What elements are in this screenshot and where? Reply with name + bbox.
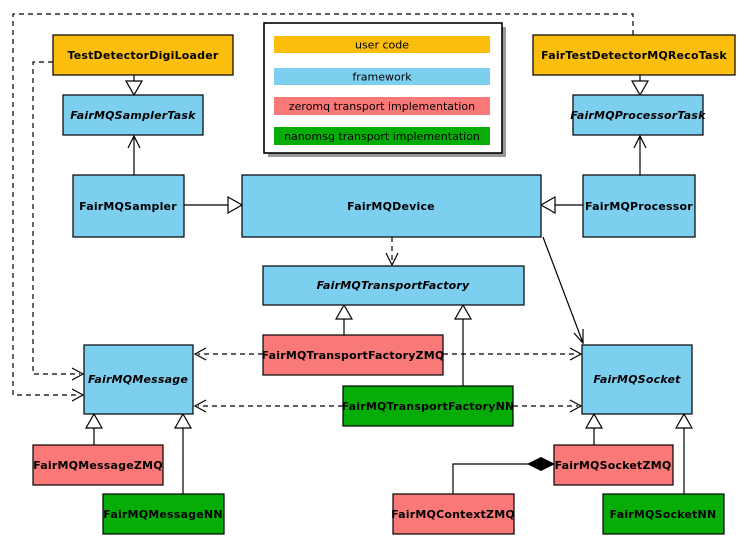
svg-text:framework: framework (352, 71, 412, 84)
edge-tfnn-message (193, 399, 343, 413)
inheritance-triangle-icon (674, 412, 694, 429)
svg-text:FairMQContextZMQ: FairMQContextZMQ (391, 508, 515, 521)
node-fairmqsocket: FairMQSocket (581, 344, 693, 415)
edge-tfnn-socket (513, 399, 583, 413)
inheritance-triangle-icon (630, 80, 650, 97)
legend-swatch-framework (274, 68, 490, 85)
dependency-arrowhead-icon (193, 399, 207, 413)
svg-text:FairMQMessage: FairMQMessage (88, 373, 188, 386)
edge-device-socket (542, 236, 584, 345)
edge-recotask-processortask (630, 75, 650, 97)
open-arrowhead-icon (127, 134, 141, 149)
svg-text:FairMQMessageNN: FairMQMessageNN (103, 508, 222, 521)
node-fairmqtransportfactory: FairMQTransportFactory (262, 265, 525, 306)
node-fairmqdevice: FairMQDevice (241, 174, 542, 238)
svg-text:FairMQTransportFactory: FairMQTransportFactory (317, 279, 470, 292)
edge-digiloader-to-message (32, 61, 85, 381)
node-fairmqprocessortask: FairMQProcessorTask (570, 94, 706, 136)
svg-text:FairMQSocketNN: FairMQSocketNN (610, 508, 717, 521)
edge-socketzmq-socket (584, 412, 604, 445)
node-fairmqsocketzmq: FairMQSocketZMQ (553, 444, 674, 486)
edge-tfzmq-transportfactory (334, 303, 354, 335)
node-fairmqsamplertask: FairMQSamplerTask (62, 94, 204, 136)
node-testdetectordigiloader: TestDetectorDigiLoader (52, 34, 234, 76)
legend-item-user-code: user code (274, 36, 490, 53)
legend-swatch-nanomsg (274, 127, 490, 145)
svg-text:FairMQTransportFactoryNN: FairMQTransportFactoryNN (342, 400, 515, 413)
dependency-arrowhead-icon (385, 252, 399, 267)
edge-messagezmq-message (84, 412, 104, 445)
svg-text:FairMQProcessorTask: FairMQProcessorTask (570, 109, 706, 122)
svg-text:FairTestDetectorMQRecoTask: FairTestDetectorMQRecoTask (541, 49, 727, 62)
svg-text:zeromq transport implementatio: zeromq transport implementation (289, 100, 475, 113)
node-fairmqmessagezmq: FairMQMessageZMQ (32, 444, 164, 486)
node-fairmqmessage: FairMQMessage (83, 344, 194, 415)
edge-tfzmq-message (193, 347, 263, 361)
svg-text:FairMQTransportFactoryZMQ: FairMQTransportFactoryZMQ (262, 349, 445, 362)
dependency-arrowhead-icon (569, 347, 583, 361)
svg-text:FairMQSampler: FairMQSampler (79, 200, 177, 213)
svg-text:FairMQDevice: FairMQDevice (347, 200, 435, 213)
edge-tfzmq-socket (443, 347, 583, 361)
edge-contextzmq-socketzmq (452, 456, 556, 494)
legend-item-framework: framework (274, 68, 490, 85)
legend-swatch-user-code (274, 36, 490, 53)
edge-processor-processortask (633, 134, 647, 175)
edge-digiloader-samplertask (124, 75, 144, 97)
edge-messagenn-message (173, 412, 193, 494)
node-fairmqprocessor: FairMQProcessor (582, 174, 696, 238)
legend: user code framework zeromq transport imp… (263, 22, 506, 157)
edge-sampler-samplertask (127, 134, 141, 175)
inheritance-triangle-icon (227, 195, 244, 215)
node-fairmqsocketnn: FairMQSocketNN (602, 493, 725, 535)
edge-tfnn-transportfactory (453, 303, 473, 386)
edge-recotask-to-message (12, 13, 634, 402)
dependency-arrowhead-icon (71, 367, 85, 381)
inheritance-triangle-icon (453, 303, 473, 320)
dependency-arrowhead-icon (569, 399, 583, 413)
legend-item-nanomsg: nanomsg transport implementation (274, 127, 490, 145)
node-fairmqcontextzmq: FairMQContextZMQ (391, 493, 515, 535)
svg-text:FairMQMessageZMQ: FairMQMessageZMQ (33, 459, 163, 472)
edge-device-transportfactory (385, 237, 399, 267)
nodes: TestDetectorDigiLoader FairTestDetectorM… (32, 34, 736, 535)
inheritance-triangle-icon (584, 412, 604, 429)
dependency-arrowhead-icon (193, 347, 207, 361)
open-arrowhead-icon (573, 329, 584, 345)
open-arrowhead-icon (633, 134, 647, 149)
composition-diamond-icon (526, 456, 556, 472)
dependency-arrowhead-icon (71, 388, 85, 402)
legend-swatch-zeromq (274, 97, 490, 115)
edge-sampler-device (184, 195, 244, 215)
svg-text:FairMQSocketZMQ: FairMQSocketZMQ (555, 459, 672, 472)
inheritance-triangle-icon (124, 80, 144, 97)
svg-text:TestDetectorDigiLoader: TestDetectorDigiLoader (67, 49, 218, 62)
edge-processor-device (539, 195, 583, 215)
edge-socketnn-socket (674, 412, 694, 494)
svg-text:FairMQProcessor: FairMQProcessor (585, 200, 693, 213)
node-fairtestdetectormqrecotask: FairTestDetectorMQRecoTask (532, 34, 736, 76)
inheritance-triangle-icon (539, 195, 556, 215)
edges (12, 13, 694, 494)
svg-text:FairMQSamplerTask: FairMQSamplerTask (70, 109, 196, 122)
node-fairmqsampler: FairMQSampler (72, 174, 185, 238)
inheritance-triangle-icon (173, 412, 193, 429)
legend-item-zeromq: zeromq transport implementation (274, 97, 490, 115)
svg-text:FairMQSocket: FairMQSocket (593, 373, 681, 386)
inheritance-triangle-icon (334, 303, 354, 320)
inheritance-triangle-icon (84, 412, 104, 429)
svg-text:user code: user code (355, 39, 409, 52)
svg-text:nanomsg transport implementati: nanomsg transport implementation (284, 130, 480, 143)
node-fairmqmessagenn: FairMQMessageNN (102, 493, 225, 535)
node-fairmqtransportfactoryzmq: FairMQTransportFactoryZMQ (262, 334, 445, 376)
node-fairmqtransportfactorynn: FairMQTransportFactoryNN (342, 385, 515, 427)
